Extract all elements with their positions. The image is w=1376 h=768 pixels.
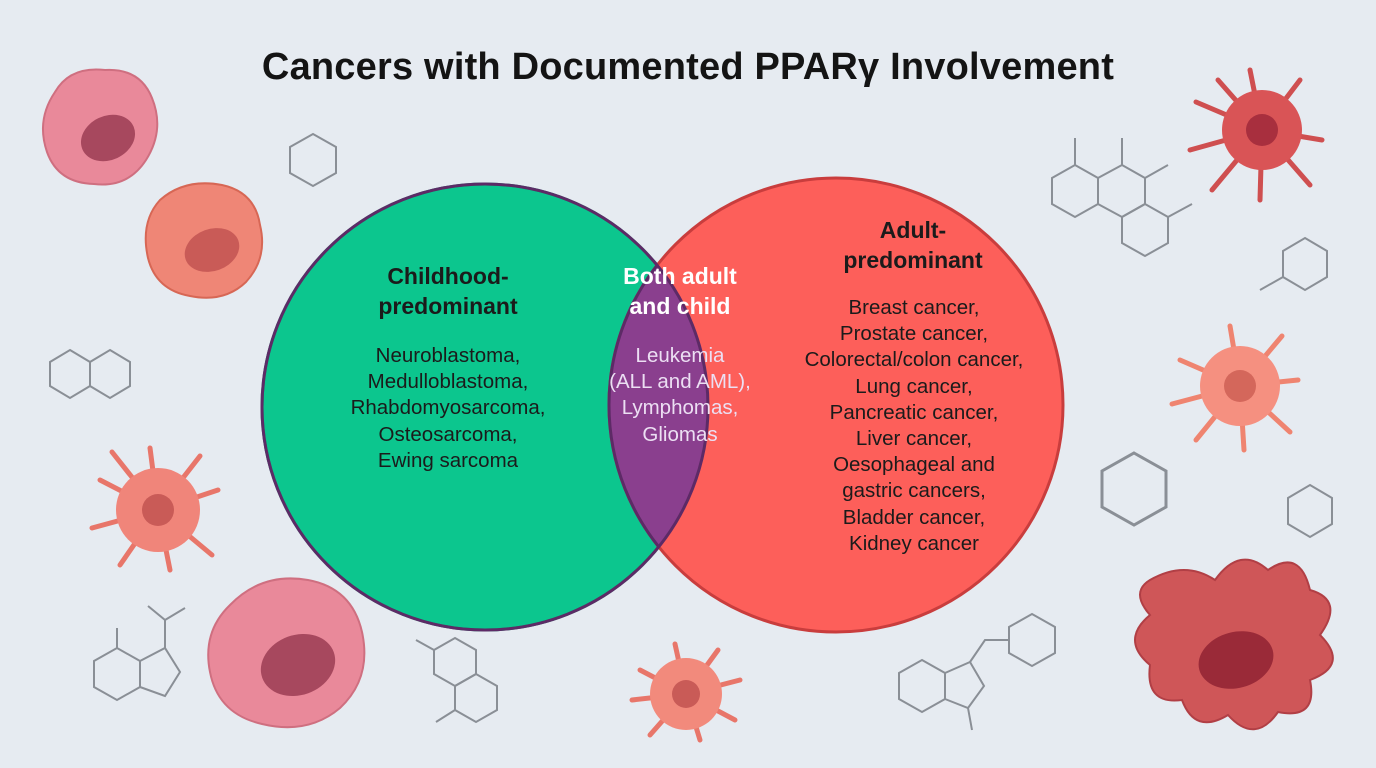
molecule-structure-icon xyxy=(289,132,337,188)
molecule-structure-icon xyxy=(49,348,131,400)
adult-heading-line: predominant xyxy=(843,247,983,273)
cancer-cell-icon xyxy=(42,68,159,186)
list-item: Lymphomas, xyxy=(621,396,739,420)
cancer-cell-icon xyxy=(1169,323,1301,453)
both-heading: Both adult and child xyxy=(590,261,770,321)
childhood-heading-line: Childhood- xyxy=(387,263,509,289)
molecule-structure-icon xyxy=(1287,483,1333,539)
list-item: (ALL and AML), xyxy=(609,370,751,394)
cancer-cell-icon xyxy=(1134,558,1334,731)
list-item: Breast cancer, xyxy=(848,296,980,319)
childhood-list: Neuroblastoma, Medulloblastoma, Rhabdomy… xyxy=(308,343,588,474)
adult-heading: Adult- predominant xyxy=(793,215,1033,275)
molecule-structure-icon xyxy=(93,605,186,702)
list-item: Gliomas xyxy=(642,422,718,446)
list-item: Osteosarcoma, xyxy=(378,422,518,446)
cancer-cell-icon xyxy=(89,445,221,573)
molecule-structure-icon xyxy=(415,636,498,724)
adult-list: Breast cancer, Prostate cancer, Colorect… xyxy=(776,295,1052,557)
list-item: Oesophageal and xyxy=(833,453,995,477)
list-item: Rhabdomyosarcoma, xyxy=(350,396,546,420)
overlap-region xyxy=(607,184,708,630)
list-item: Pancreatic cancer, xyxy=(829,400,999,424)
list-item: Neuroblastoma, xyxy=(375,344,521,367)
molecule-structure-icon xyxy=(898,612,1056,731)
list-item: Colorectal/colon cancer, xyxy=(804,348,1024,372)
cancer-cell-icon xyxy=(207,577,366,729)
molecule-structure-icon xyxy=(1259,236,1328,292)
list-item: Kidney cancer xyxy=(849,531,979,555)
list-item: gastric cancers, xyxy=(842,479,986,503)
cancer-cell-icon xyxy=(144,182,264,299)
molecule-structure-icon xyxy=(1051,138,1193,258)
venn-diagram xyxy=(260,176,1065,634)
list-item: Lung cancer, xyxy=(855,374,973,398)
list-item: Leukemia xyxy=(635,344,725,367)
cancer-cell-icon xyxy=(629,641,743,743)
both-list: Leukemia (ALL and AML), Lymphomas, Gliom… xyxy=(585,343,775,448)
molecule-structure-icon xyxy=(1100,451,1168,527)
page-title: Cancers with Documented PPARγ Involvemen… xyxy=(261,46,1115,88)
list-item: Prostate cancer, xyxy=(839,322,989,346)
adult-heading-line: Adult- xyxy=(879,217,947,243)
list-item: Bladder cancer, xyxy=(842,505,986,529)
both-heading-line: Both adult xyxy=(623,263,737,289)
both-heading-line: and child xyxy=(629,293,731,319)
childhood-heading-line: predominant xyxy=(378,293,518,319)
list-item: Liver cancer, xyxy=(855,427,973,451)
list-item: Ewing sarcoma xyxy=(377,448,519,472)
childhood-heading: Childhood- predominant xyxy=(318,261,578,321)
list-item: Medulloblastoma, xyxy=(367,370,529,394)
cancer-cell-icon xyxy=(1187,67,1325,203)
